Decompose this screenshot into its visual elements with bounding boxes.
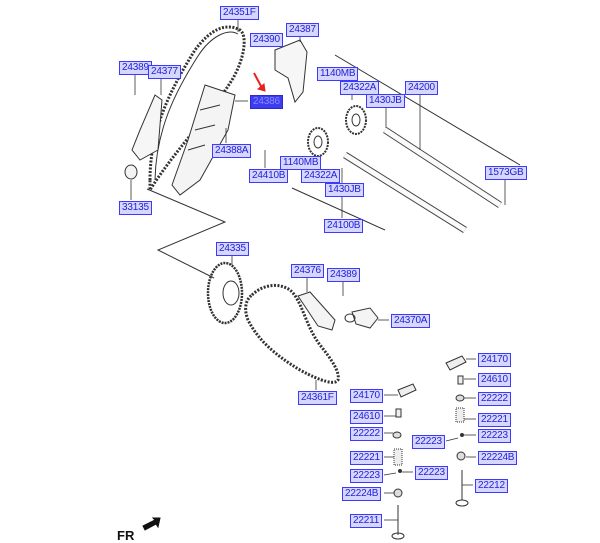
part-label-1573gb[interactable]: 1573GB	[485, 166, 527, 180]
bracket	[274, 39, 308, 104]
idler-pulley	[124, 164, 138, 180]
part-label-22224b[interactable]: 22224B	[342, 487, 382, 501]
part-label-24389[interactable]: 24389	[327, 268, 360, 282]
front-direction-arrow-icon	[142, 517, 161, 531]
front-marker: FR	[117, 528, 135, 543]
part-label-22223[interactable]: 22223	[412, 435, 445, 449]
part-label-24361f[interactable]: 24361F	[298, 391, 337, 405]
part-label-24387[interactable]: 24387	[286, 23, 319, 37]
part-label-24388a[interactable]: 24388A	[212, 144, 252, 158]
exhaust-sprocket	[307, 127, 329, 157]
part-label-24610[interactable]: 24610	[350, 410, 383, 424]
part-label-24389[interactable]: 24389	[119, 61, 152, 75]
part-label-24322a[interactable]: 24322A	[340, 81, 380, 95]
intake-camshaft	[383, 127, 502, 208]
part-label-1430jb[interactable]: 1430JB	[325, 183, 364, 197]
part-label-24200[interactable]: 24200	[405, 81, 438, 95]
part-label-24610[interactable]: 24610	[478, 373, 511, 387]
part-label-22223[interactable]: 22223	[350, 469, 383, 483]
crank-sprocket	[206, 261, 244, 325]
lower-timing-chain	[244, 283, 340, 384]
part-label-22221[interactable]: 22221	[478, 413, 511, 427]
part-label-24170[interactable]: 24170	[350, 389, 383, 403]
part-label-22223[interactable]: 22223	[478, 429, 511, 443]
part-label-24100b[interactable]: 24100B	[324, 219, 364, 233]
part-label-22224b[interactable]: 22224B	[478, 451, 518, 465]
part-label-24170[interactable]: 24170	[478, 353, 511, 367]
part-label-24335[interactable]: 24335	[216, 242, 249, 256]
part-label-1430jb[interactable]: 1430JB	[366, 94, 405, 108]
chain-guide-left	[131, 94, 163, 161]
part-label-24322a[interactable]: 24322A	[301, 169, 341, 183]
valve-train-left	[391, 383, 417, 540]
part-label-22221[interactable]: 22221	[350, 451, 383, 465]
exhaust-camshaft	[343, 152, 467, 233]
intake-sprocket	[345, 105, 367, 135]
part-label-22212[interactable]: 22212	[475, 479, 508, 493]
part-label-22222[interactable]: 22222	[478, 392, 511, 406]
part-label-33135[interactable]: 33135	[119, 201, 152, 215]
part-label-22223[interactable]: 22223	[415, 466, 448, 480]
part-label-24351f[interactable]: 24351F	[220, 6, 259, 20]
lower-chain-guide	[297, 291, 336, 331]
valve-train-right	[445, 355, 469, 507]
part-label-24410b[interactable]: 24410B	[249, 169, 289, 183]
part-label-22222[interactable]: 22222	[350, 427, 383, 441]
part-label-24386[interactable]: 24386	[250, 95, 283, 109]
part-label-24370a[interactable]: 24370A	[391, 314, 431, 328]
part-label-1140mb[interactable]: 1140MB	[317, 67, 359, 81]
part-label-24390[interactable]: 24390	[250, 33, 283, 47]
pointer-arrow	[253, 72, 266, 92]
tensioner-arm	[171, 84, 236, 196]
part-label-1140mb[interactable]: 1140MB	[280, 156, 322, 170]
part-label-24376[interactable]: 24376	[291, 264, 324, 278]
part-label-24377[interactable]: 24377	[148, 65, 181, 79]
part-label-22211[interactable]: 22211	[350, 514, 383, 528]
lower-tensioner	[344, 307, 379, 329]
